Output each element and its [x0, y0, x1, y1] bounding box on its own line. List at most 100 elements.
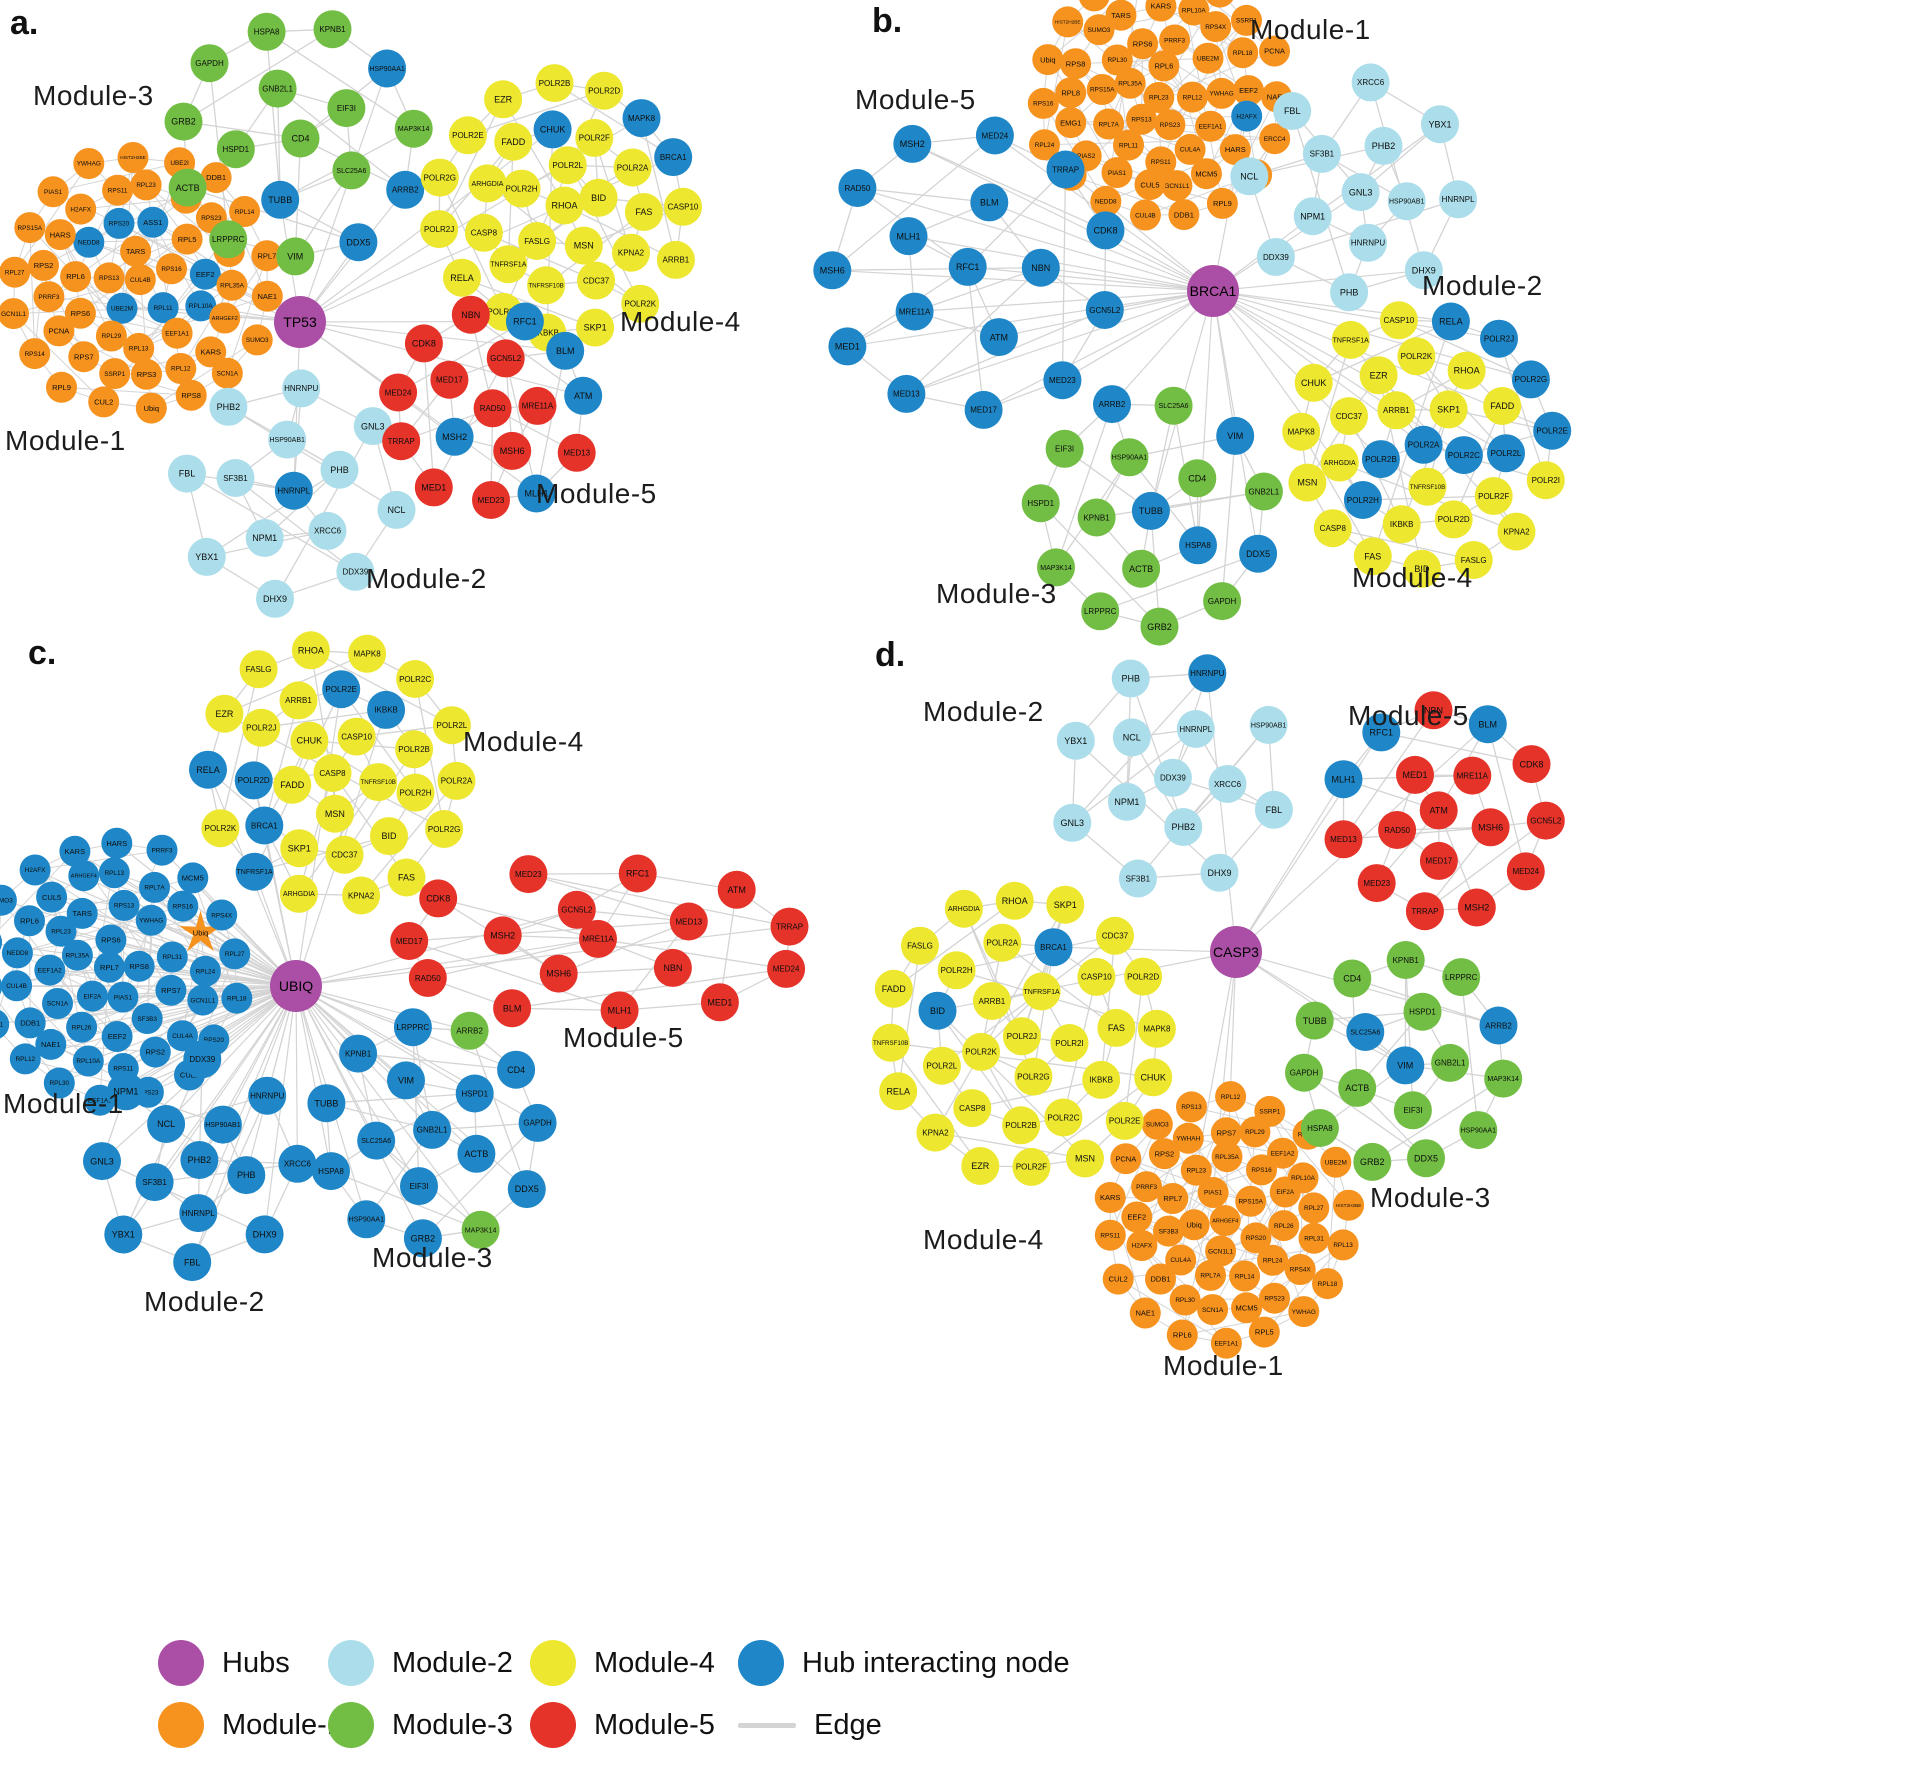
node-label-GCN5L2: GCN5L2	[1089, 306, 1121, 315]
node-label-PIAS1: PIAS1	[44, 189, 63, 196]
node-POLR2H	[396, 773, 435, 812]
node-RPS15A	[1235, 1185, 1267, 1217]
node-FADD	[874, 969, 913, 1008]
node-RELA	[189, 750, 227, 789]
node-label-HNRNPL: HNRNPL	[182, 1209, 215, 1218]
node-label-PCNA: PCNA	[1115, 1154, 1136, 1163]
node-label-MED13: MED13	[675, 917, 702, 926]
node-label-ARRB2: ARRB2	[1485, 1021, 1512, 1030]
node-RPL18	[1227, 37, 1259, 69]
node-label-SF3B1: SF3B1	[142, 1178, 167, 1187]
panel-b-module-2-label: Module-2	[1422, 270, 1543, 301]
node-label-EIF3I: EIF3I	[1403, 1106, 1422, 1115]
node-FBL	[173, 1243, 212, 1282]
node-XRCC6	[1208, 765, 1247, 803]
node-label-MSN: MSN	[574, 241, 594, 251]
node-ACTB	[168, 168, 207, 207]
node-BID	[1402, 549, 1441, 588]
node-MSN	[315, 794, 354, 833]
node-label-RPL35A: RPL35A	[65, 953, 90, 960]
node-label-RPL5: RPL5	[178, 235, 197, 244]
node-label-UBE2M: UBE2M	[1325, 1159, 1347, 1166]
module-1-swatch	[158, 1702, 204, 1748]
node-label-GCN5L2: GCN5L2	[490, 354, 522, 363]
node-SUMO3	[0, 884, 17, 916]
node-GCN5L2	[1526, 801, 1565, 840]
node-label-FASLG: FASLG	[524, 237, 550, 246]
node-label-POLR2J: POLR2J	[424, 225, 454, 234]
node-label-NBN: NBN	[1424, 705, 1443, 715]
node-label-GAPDH: GAPDH	[195, 59, 224, 68]
edge	[295, 689, 342, 987]
node-POLR2I	[1526, 461, 1565, 500]
node-label-PHB2: PHB2	[188, 1155, 212, 1165]
node-label-NPM1: NPM1	[1114, 797, 1139, 807]
node-FASLG	[901, 926, 939, 965]
edge	[1208, 0, 1275, 52]
node-MED24	[379, 373, 418, 412]
node-label-SUMO3: SUMO3	[1088, 27, 1111, 34]
node-MED1	[1396, 755, 1434, 794]
node-label-NBN: NBN	[663, 963, 682, 973]
node-label-BRCA1: BRCA1	[251, 821, 278, 830]
node-MED23	[509, 855, 548, 894]
node-CDK8	[419, 879, 458, 918]
legend-item-module-4: Module-4	[530, 1638, 715, 1688]
edge	[832, 267, 1041, 271]
edge	[35, 849, 163, 871]
edge	[235, 477, 356, 573]
node-SUMO3	[241, 324, 273, 356]
edge	[266, 31, 415, 130]
node-DHX9	[1200, 853, 1239, 892]
node-MLH1	[1324, 760, 1363, 799]
node-ACTB	[1122, 549, 1161, 588]
node-CUL4B	[1, 970, 33, 1002]
node-label-SSRP1: SSRP1	[1236, 18, 1257, 25]
node-TUBB	[307, 1084, 346, 1123]
node-label-SF3B1: SF3B1	[1126, 874, 1151, 883]
node-ARHGEF4	[1209, 1205, 1241, 1237]
node-label-DDX5: DDX5	[1246, 549, 1270, 559]
node-label-PHB: PHB	[1121, 674, 1140, 684]
edge	[1332, 527, 1474, 561]
node-HSP90AA1	[347, 1200, 386, 1239]
node-POLR2G	[1014, 1057, 1053, 1096]
edge	[298, 772, 334, 894]
node-MRE11A	[895, 292, 934, 331]
node-ARRB1	[972, 982, 1011, 1020]
node-TUBB	[261, 180, 300, 219]
node-label-RPL27: RPL27	[1304, 1205, 1324, 1212]
node-RPL30	[1169, 1284, 1201, 1316]
node-label-BLM: BLM	[503, 1003, 522, 1013]
edge	[197, 985, 297, 1214]
node-KPNA2	[612, 233, 650, 272]
node-KPNA2	[342, 876, 381, 915]
node-MSN	[564, 226, 603, 265]
node-label-PHB2: PHB2	[1172, 822, 1196, 832]
node-label-ACTB: ACTB	[1129, 564, 1153, 574]
node-label-CUL4A: CUL4A	[1180, 147, 1201, 154]
node-RPL30	[1101, 44, 1133, 76]
edge	[1312, 123, 1441, 217]
legend-item-module-1: Module-1	[158, 1700, 343, 1750]
edge	[554, 82, 674, 158]
node-PRRF3	[146, 834, 178, 866]
node-label-HNRNPU: HNRNPU	[284, 384, 318, 393]
node-FBL	[1254, 790, 1293, 829]
edge	[1369, 82, 1425, 271]
node-label-SSRP1: SSRP1	[1259, 1109, 1280, 1116]
edge	[1096, 490, 1264, 519]
node-label-RPS14: RPS14	[25, 351, 46, 358]
node-label-MED1: MED1	[707, 997, 732, 1007]
node-PIAS1	[1197, 1177, 1229, 1208]
node-FAS	[1353, 537, 1392, 576]
edge	[228, 406, 397, 511]
panel-c-module-1-label: Module-1	[3, 1088, 124, 1119]
node-label-RAD50: RAD50	[415, 974, 441, 983]
node-RPL23	[130, 169, 162, 201]
node-label-UBE2M: UBE2M	[1197, 56, 1219, 63]
node-label-RPS20: RPS20	[1246, 1235, 1267, 1242]
node-TNFRSF1A	[1022, 972, 1061, 1011]
edge	[1040, 502, 1160, 628]
node-PRRF3	[1131, 1171, 1163, 1203]
